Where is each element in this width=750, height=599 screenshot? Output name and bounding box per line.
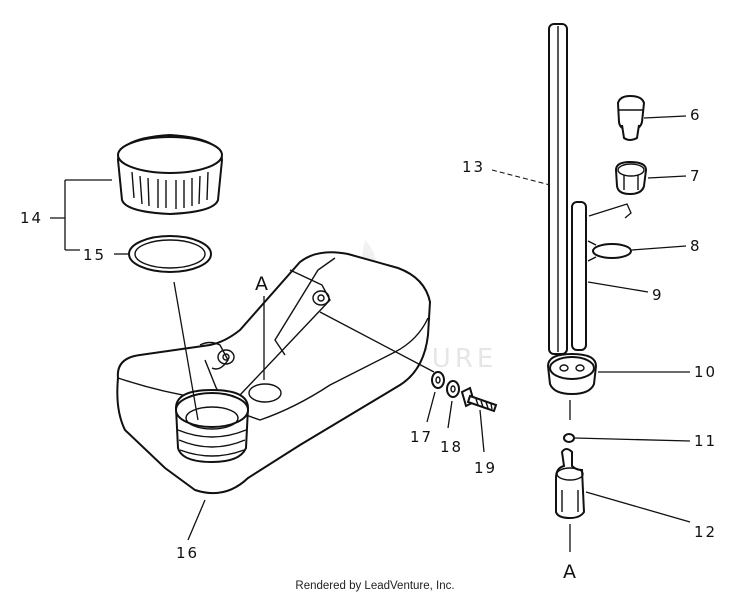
part-number-8: 8 xyxy=(690,237,702,255)
part-number-16: 16 xyxy=(176,544,199,562)
filter-pellet xyxy=(563,433,575,443)
part-number-13: 13 xyxy=(462,158,485,176)
cap-gasket xyxy=(128,235,212,273)
part-number-6: 6 xyxy=(690,106,702,124)
part-number-11: 11 xyxy=(694,432,717,450)
reference-letter-a-tank: A xyxy=(255,273,268,295)
bolt xyxy=(460,386,498,413)
part-number-14: 14 xyxy=(20,209,43,227)
fuel-filter xyxy=(555,448,586,520)
tube-retainer xyxy=(614,160,648,196)
fuel-cap xyxy=(116,133,224,216)
fuel-tube-long xyxy=(548,23,568,355)
part-number-17: 17 xyxy=(410,428,433,446)
tube-grommet xyxy=(616,94,646,141)
reference-letter-a-filter: A xyxy=(563,561,576,583)
part-number-19: 19 xyxy=(474,459,497,477)
tank-grommet xyxy=(546,352,598,396)
tube-clamp xyxy=(587,240,632,262)
fuel-tube-short xyxy=(571,201,587,351)
lock-washer xyxy=(446,380,460,398)
part-number-12: 12 xyxy=(694,523,717,541)
part-number-9: 9 xyxy=(652,286,664,304)
footer-credit: Rendered by LeadVenture, Inc. xyxy=(295,580,455,592)
part-number-18: 18 xyxy=(440,438,463,456)
washer xyxy=(431,371,445,389)
fuel-tank xyxy=(116,251,432,494)
part-number-10: 10 xyxy=(694,363,717,381)
part-number-7: 7 xyxy=(690,167,702,185)
part-number-15: 15 xyxy=(83,246,106,264)
